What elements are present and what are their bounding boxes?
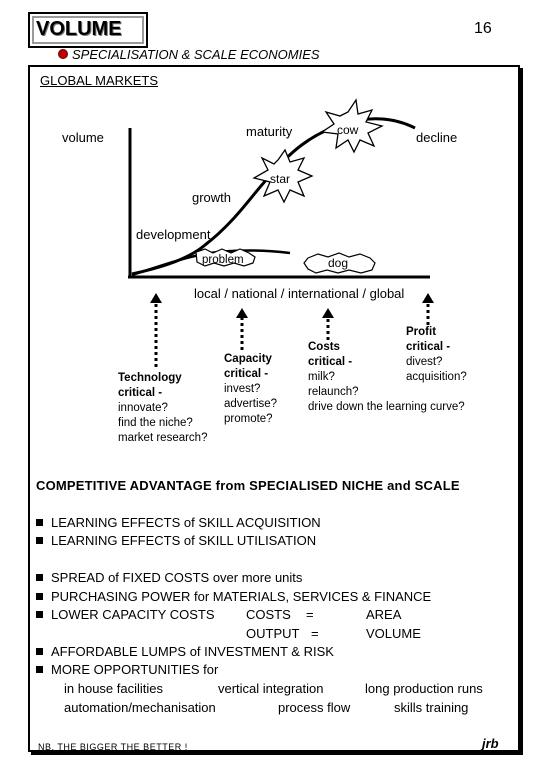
factor-technology-item: find the niche? [118, 417, 193, 429]
factor-costs-title: Costs [308, 341, 340, 353]
square-bullet-icon [36, 574, 43, 581]
author-initials: jrb [482, 736, 499, 751]
page-subtitle: SPECIALISATION & SCALE ECONOMIES [72, 47, 320, 62]
ratio-equals-bottom: = [311, 626, 319, 641]
bullet-spread-fixed-costs: SPREAD of FIXED COSTS over more units [36, 570, 302, 585]
arrow-head-capacity [236, 308, 248, 318]
ratio-area: AREA [366, 607, 402, 622]
burst-label-star: star [270, 172, 291, 186]
factor-capacity-item: invest? [224, 383, 261, 395]
factor-profit-item: acquisition? [406, 371, 467, 383]
ratio-costs: COSTS [246, 607, 291, 622]
factor-capacity-sub: critical - [224, 368, 269, 380]
factor-costs-item: milk? [308, 371, 335, 383]
bullet-purchasing-power: PURCHASING POWER for MATERIALS, SERVICES… [36, 589, 431, 604]
footer-note: NB. THE BIGGER THE BETTER ! [38, 742, 188, 752]
stage-decline: decline [416, 130, 458, 145]
page-title: VOLUME [36, 18, 122, 40]
advantage-heading: COMPETITIVE ADVANTAGE from SPECIALISED N… [36, 478, 460, 493]
bullet-learning-utilisation: LEARNING EFFECTS of SKILL UTILISATION [36, 533, 316, 548]
arrow-head-technology [150, 293, 162, 303]
arrow-head-profit [422, 293, 434, 303]
bullet-text: MORE OPPORTUNITIES for [51, 662, 219, 677]
stage-maturity: maturity [246, 124, 293, 139]
burst-label-cow: cow [337, 123, 359, 137]
arrow-head-costs [322, 308, 334, 318]
bullet-text: LOWER CAPACITY COSTS [51, 607, 215, 622]
bullet-more-opportunities: MORE OPPORTUNITIES for [36, 662, 218, 677]
square-bullet-icon [36, 611, 43, 618]
factor-technology-item: market research? [118, 432, 208, 444]
bullet-dot-icon [58, 49, 68, 59]
ratio-output: OUTPUT [246, 626, 300, 641]
bullet-capacity-costs: LOWER CAPACITY COSTS [36, 607, 215, 622]
cow-burst [320, 98, 384, 154]
square-bullet-icon [36, 648, 43, 655]
burst-label-dog: dog [328, 256, 349, 270]
factor-profit-sub: critical - [406, 341, 451, 353]
bullet-learning-acquisition: LEARNING EFFECTS of SKILL ACQUISITION [36, 515, 321, 530]
square-bullet-icon [36, 519, 43, 526]
factor-costs-sub: critical - [308, 356, 353, 368]
factor-costs-item: relaunch? [308, 386, 359, 398]
factor-technology: Technology critical - innovate? find the… [118, 371, 207, 446]
star-burst [252, 148, 314, 204]
opportunity-item: automation/mechanisation [64, 700, 216, 715]
factor-capacity-title: Capacity [224, 353, 272, 365]
bullet-text: LEARNING EFFECTS of SKILL ACQUISITION [51, 515, 321, 530]
factor-profit: Profit critical - divest? acquisition? [406, 325, 467, 385]
opportunity-item: long production runs [365, 681, 483, 696]
bullet-affordable-lumps: AFFORDABLE LUMPS of INVESTMENT & RISK [36, 644, 334, 659]
bullet-text: PURCHASING POWER for MATERIALS, SERVICES… [51, 589, 432, 604]
bullet-text: SPREAD of FIXED COSTS over more units [51, 570, 303, 585]
page-number: 16 [474, 20, 492, 37]
factor-costs-item: drive down the learning curve? [308, 401, 465, 413]
factor-capacity-item: promote? [224, 413, 273, 425]
problem-burst [195, 248, 256, 267]
opportunity-item: in house facilities [64, 681, 163, 696]
square-bullet-icon [36, 666, 43, 673]
square-bullet-icon [36, 593, 43, 600]
axis-y-label: volume [62, 130, 104, 145]
section-label-global-markets: GLOBAL MARKETS [40, 73, 158, 88]
stage-development: development [136, 227, 211, 242]
bullet-text: AFFORDABLE LUMPS of INVESTMENT & RISK [51, 644, 334, 659]
ratio-volume: VOLUME [366, 626, 421, 641]
factor-technology-title: Technology [118, 372, 182, 384]
axis-x-label: local / national / international / globa… [194, 286, 405, 301]
factor-profit-title: Profit [406, 326, 437, 338]
square-bullet-icon [36, 537, 43, 544]
factor-profit-item: divest? [406, 356, 443, 368]
factor-technology-item: innovate? [118, 402, 168, 414]
ratio-equals-top: = [306, 607, 314, 622]
factor-capacity-item: advertise? [224, 398, 278, 410]
dog-burst [303, 252, 376, 274]
factor-capacity: Capacity critical - invest? advertise? p… [224, 352, 277, 427]
stage-growth: growth [192, 190, 232, 205]
opportunity-item: skills training [394, 700, 469, 715]
content-frame [28, 65, 520, 752]
opportunity-item: vertical integration [218, 681, 324, 696]
burst-label-problem: problem [202, 254, 244, 266]
opportunity-item: process flow [278, 700, 351, 715]
factor-costs: Costs critical - milk? relaunch? drive d… [308, 340, 465, 415]
title-box: VOLUME [28, 12, 148, 48]
factor-technology-sub: critical - [118, 387, 163, 399]
bullet-text: LEARNING EFFECTS of SKILL UTILISATION [51, 533, 317, 548]
